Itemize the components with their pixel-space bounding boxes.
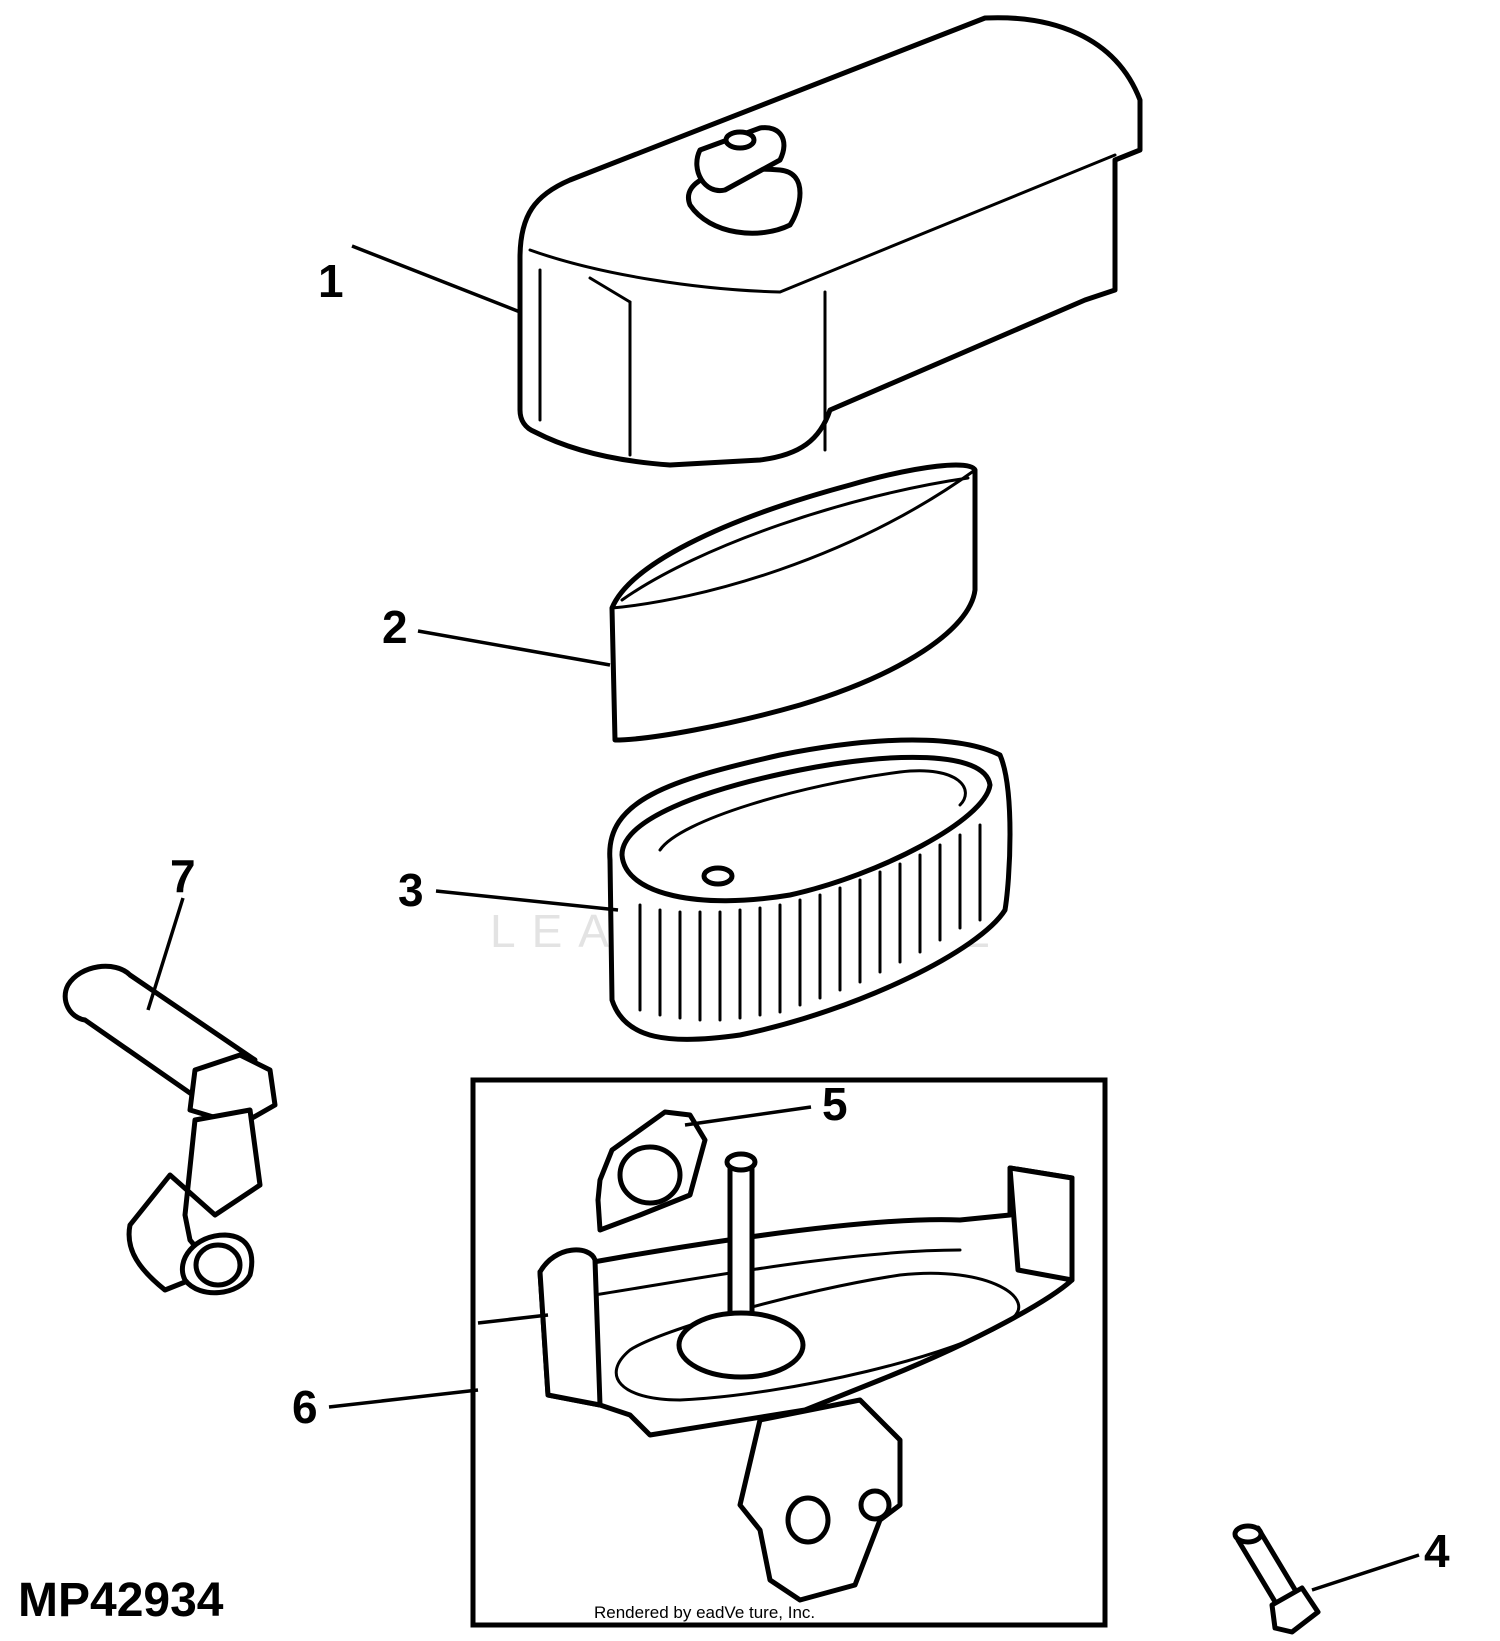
- figure-id: MP42934: [18, 1574, 224, 1627]
- pre-cleaner: [609, 462, 978, 743]
- callout-1: 1: [318, 255, 344, 307]
- render-credit: Rendered by eadVe ture, Inc.: [594, 1603, 815, 1622]
- inset-frame: [470, 1077, 1108, 1628]
- callout-2: 2: [382, 601, 408, 653]
- screw: [1232, 1523, 1321, 1635]
- callout-6: 6: [292, 1381, 318, 1433]
- callout-3: 3: [398, 864, 424, 916]
- callout-5: 5: [822, 1078, 848, 1130]
- breather-tube: [62, 963, 278, 1296]
- gasket: [595, 1109, 708, 1233]
- callout-7: 7: [170, 850, 196, 902]
- leader-lines: [146, 244, 1420, 1592]
- air-cleaner-base: [537, 1151, 1075, 1603]
- air-filter-element: [607, 737, 1013, 1042]
- air-cleaner-cover: [517, 15, 1143, 468]
- callout-4: 4: [1424, 1525, 1450, 1577]
